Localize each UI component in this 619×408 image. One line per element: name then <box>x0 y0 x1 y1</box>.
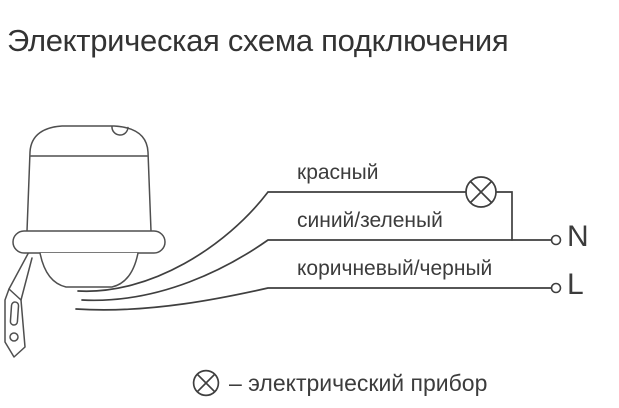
terminal-n-dot <box>550 234 562 246</box>
legend-text: – электрический прибор <box>229 369 488 396</box>
wire-label-red: красный <box>297 161 379 184</box>
page-title: Электрическая схема подключения <box>7 22 509 58</box>
terminal-label-neutral: N <box>567 220 589 253</box>
wire-brown-black-path <box>75 287 552 311</box>
device-skirt <box>39 252 139 288</box>
wire-label-brown-black: коричневый/черный <box>297 257 493 280</box>
wires-group <box>75 191 552 311</box>
device-body <box>26 125 152 232</box>
photocell-sensor-icon <box>4 125 166 358</box>
terminal-dots <box>550 234 562 294</box>
lamp-to-neutral-path <box>495 191 513 241</box>
wire-label-blue-green: синий/зеленый <box>297 209 443 232</box>
wire-red-path <box>77 191 467 293</box>
bracket-slot <box>9 301 20 326</box>
terminal-l-dot <box>550 282 562 294</box>
lamp-icon <box>465 176 497 208</box>
device-top-notch <box>111 125 129 136</box>
bracket-fold-line <box>8 288 22 301</box>
bracket-screw-hole <box>9 332 19 342</box>
legend: – электрический прибор <box>192 369 487 397</box>
lamp-icon <box>192 369 220 397</box>
device-flange <box>12 230 166 254</box>
terminal-label-line: L <box>567 268 584 301</box>
wire-blue-green-path <box>81 239 552 302</box>
